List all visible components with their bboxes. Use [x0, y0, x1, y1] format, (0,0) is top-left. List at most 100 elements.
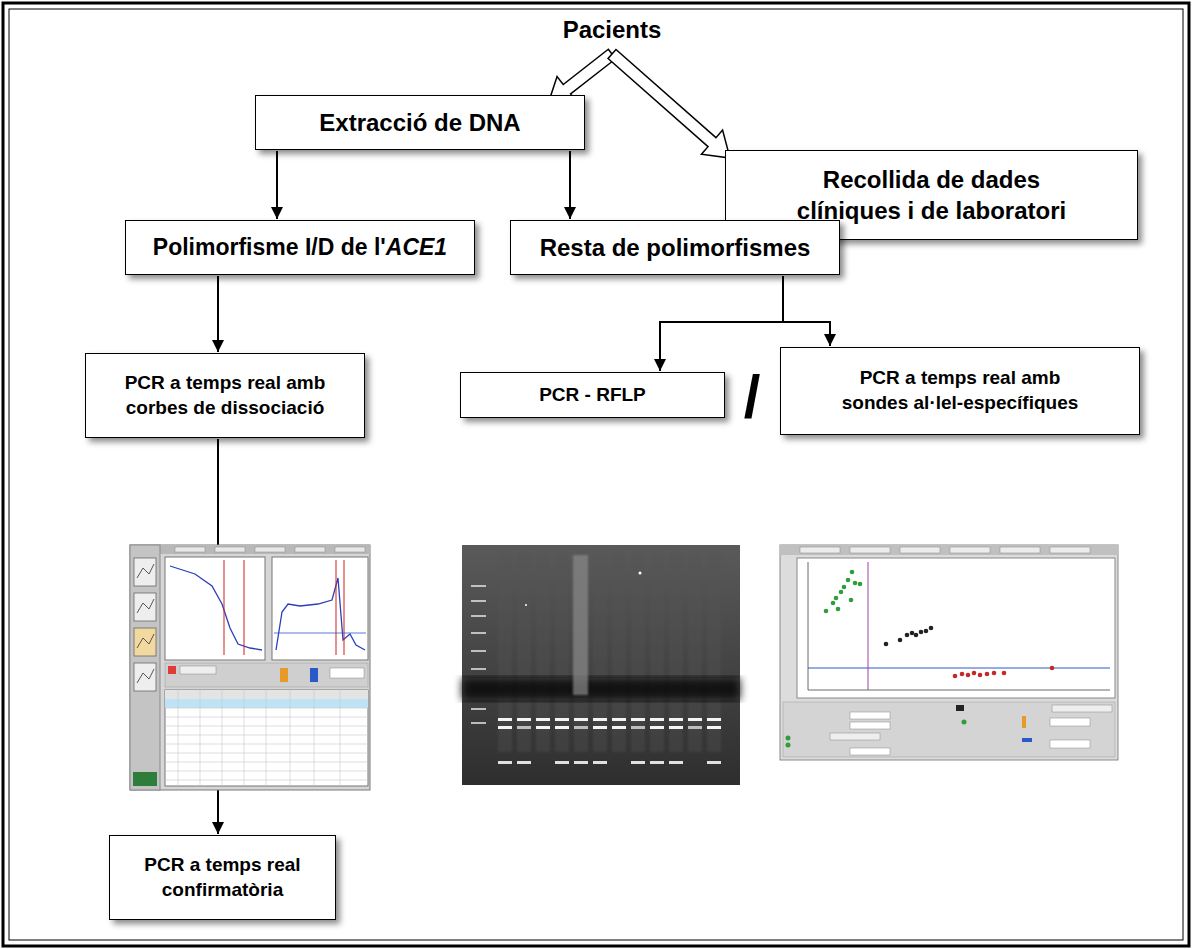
dna-band — [650, 761, 664, 764]
gel-lane — [688, 552, 702, 752]
gel-lane — [555, 552, 569, 752]
gel-speck — [639, 572, 642, 575]
flow-arrow — [569, 151, 571, 219]
allele-point — [850, 570, 855, 575]
sidebar-icon — [134, 663, 156, 691]
dna-band — [498, 726, 512, 729]
gel-background — [462, 545, 740, 785]
table-row-line — [165, 780, 368, 781]
ladder-band — [471, 615, 486, 617]
box-text: PCR a temps real confirmatòria — [126, 853, 319, 902]
dna-band — [631, 726, 645, 729]
dna-band — [536, 718, 550, 721]
ladder-band — [471, 600, 486, 602]
tab — [175, 547, 205, 552]
dropdown — [850, 748, 890, 755]
dna-band — [650, 718, 664, 721]
dna-band — [555, 718, 569, 721]
gel-smear — [573, 555, 588, 695]
tab-bar — [160, 545, 370, 554]
dna-band — [669, 761, 683, 764]
gel-lane — [536, 552, 550, 752]
table-column-line — [178, 690, 179, 786]
dna-band — [631, 718, 645, 721]
dna-band — [536, 726, 550, 729]
allele-point — [992, 671, 997, 676]
dna-band — [498, 718, 512, 721]
sidebar-icon — [134, 628, 156, 656]
dna-band — [555, 726, 569, 729]
allele-point — [834, 596, 839, 601]
table-column-line — [200, 690, 201, 786]
checkbox — [956, 705, 964, 711]
icon-glyph — [137, 599, 154, 613]
process-box: PCR - RFLP — [460, 372, 725, 418]
allele-point — [1002, 671, 1007, 676]
box-text: Recollida de dades clíniques i de labora… — [782, 164, 1082, 226]
control-field — [1050, 718, 1090, 726]
tab — [1050, 547, 1090, 553]
box-text: PCR a temps real amb corbes de dissociac… — [110, 371, 340, 420]
gel-speck — [525, 604, 527, 606]
table-row-line — [165, 771, 368, 772]
table-row-line — [165, 708, 368, 709]
sidebar — [130, 545, 160, 790]
melt-peak-curve — [276, 578, 365, 650]
tab — [255, 547, 285, 552]
window-frame — [130, 545, 370, 790]
box-text: PCR - RFLP — [539, 383, 646, 408]
radio-button — [962, 720, 967, 725]
threshold-line — [808, 668, 1110, 669]
table-column-line — [244, 690, 245, 786]
ladder-band — [471, 585, 486, 587]
table-row-selected — [165, 699, 368, 708]
outer-frame — [3, 3, 1189, 946]
ladder-band — [471, 668, 486, 670]
dna-band — [555, 761, 569, 764]
dna-band — [574, 718, 588, 721]
gel-lane — [517, 552, 531, 752]
temperature-bar — [244, 560, 245, 655]
text-part: Polimorfisme I/D de l' — [153, 234, 386, 260]
heterozygote-point — [919, 630, 924, 635]
gel-photo — [462, 545, 740, 785]
allele-point — [849, 598, 854, 603]
allele-point — [858, 582, 863, 587]
allele-point — [972, 671, 977, 676]
temperature-bar — [224, 560, 225, 655]
dna-band — [593, 718, 607, 721]
dna-band — [612, 718, 626, 721]
box-text: PCR a temps real amb sondes al·lel-espec… — [835, 366, 1085, 415]
control-field — [1050, 740, 1090, 748]
box-text: Extracció de DNA — [319, 107, 520, 138]
allele-point — [966, 673, 971, 678]
allele-point — [953, 674, 958, 679]
control-swatch — [310, 668, 318, 682]
control-panel — [783, 702, 1115, 757]
gel-lane — [612, 552, 626, 752]
gel-lane — [631, 552, 645, 752]
dna-band — [574, 761, 588, 764]
table-header — [165, 690, 368, 699]
dropdown — [850, 722, 890, 729]
flow-arrow — [660, 276, 783, 371]
allele-point — [842, 585, 847, 590]
process-box: PCR a temps real confirmatòria — [109, 835, 336, 920]
dna-band — [517, 761, 531, 764]
heterozygote-point — [898, 638, 903, 643]
tab — [335, 547, 365, 552]
button — [1052, 705, 1112, 712]
dna-band — [517, 726, 531, 729]
gel-lane — [707, 552, 721, 752]
results-table — [165, 690, 368, 786]
heterozygote-point — [884, 642, 889, 647]
box-text: Resta de polimorfismes — [540, 232, 811, 263]
table-column-line — [340, 690, 341, 786]
allele-point — [846, 578, 851, 583]
allele-point — [824, 609, 829, 614]
tab — [850, 547, 890, 553]
dna-band — [574, 726, 588, 729]
tab — [800, 547, 840, 553]
allele-point — [853, 581, 858, 586]
